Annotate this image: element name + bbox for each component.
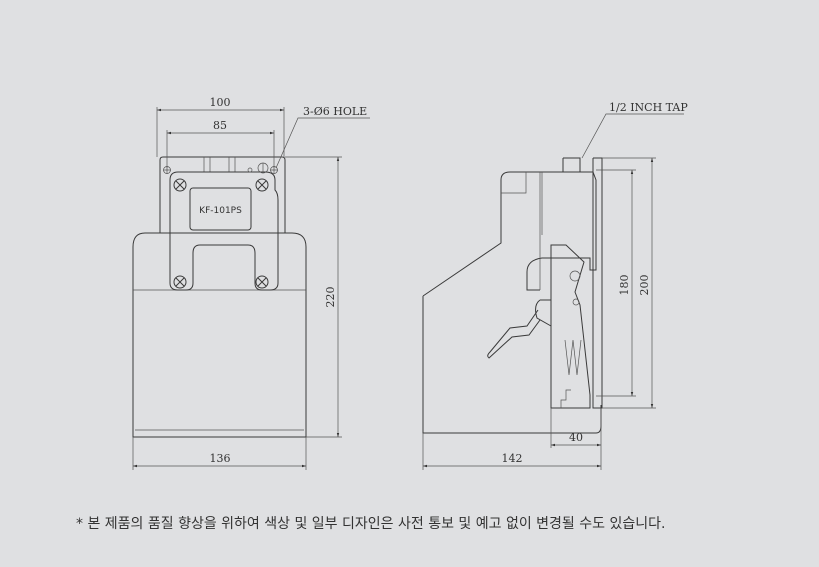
lever-handle [487, 299, 552, 359]
footnote: * 본 제품의 품질 향상을 위하여 색상 및 일부 디자인은 사전 통보 및 … [76, 516, 666, 532]
dim-220: 220 [324, 287, 337, 308]
mounting-plate [159, 156, 286, 233]
model-label: KF-101PS [199, 206, 242, 216]
side-upper [422, 171, 597, 297]
top-cover [169, 171, 279, 291]
side-view: 180 200 40 142 1/2 INCH TAP [422, 101, 688, 470]
dim-180: 180 [618, 275, 631, 296]
foot-pedal-body [132, 232, 307, 438]
model-label-plate [189, 187, 252, 231]
hole-icons [163, 162, 278, 174]
pedal-lever [550, 244, 591, 409]
dim-40: 40 [569, 431, 583, 444]
dim-136: 136 [210, 452, 231, 465]
dim-142: 142 [502, 452, 523, 465]
dim-200: 200 [638, 275, 651, 296]
hole-callout: 3-Ø6 HOLE [303, 105, 367, 118]
front-view: KF-101PS 100 85 3-Ø6 HOLE 220 136 [132, 96, 370, 470]
tap-callout: 1/2 INCH TAP [609, 101, 688, 114]
dim-100: 100 [210, 96, 231, 109]
screw-icons [173, 178, 269, 289]
dim-85: 85 [213, 119, 227, 132]
